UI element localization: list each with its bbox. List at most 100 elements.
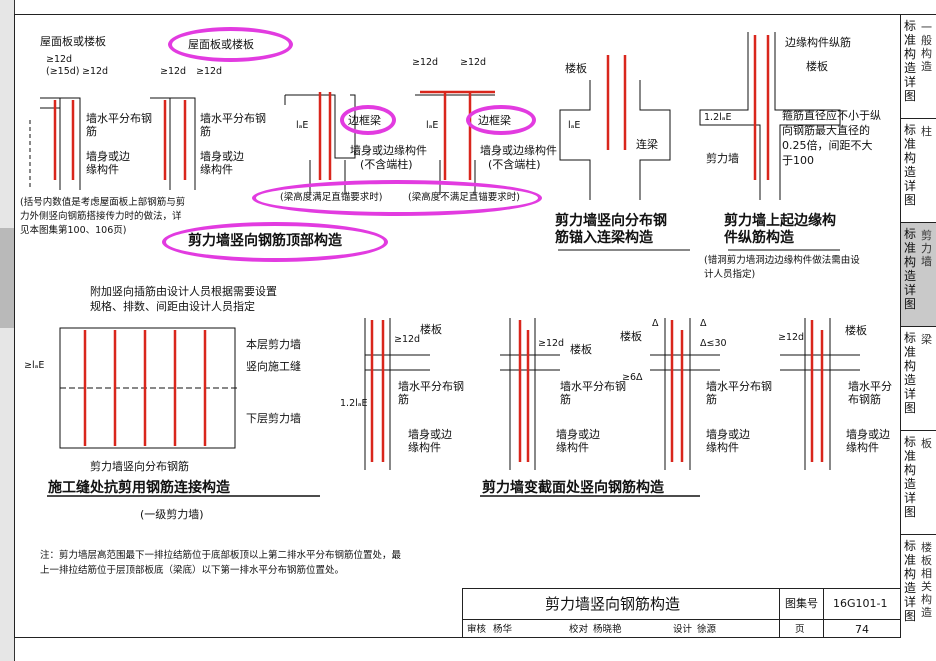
wall-horiz-rebar-1: 墙水平分布钢筋 [86, 112, 152, 138]
wall-body-1: 墙身或边缘构件 [86, 150, 130, 176]
cj-upper-wall: 本层剪力墙 [246, 338, 301, 351]
title-block: 剪力墙竖向钢筋构造 图集号 16G101-1 审核 杨华 校对 杨晓艳 设计 徐… [462, 588, 901, 638]
lae-2: lₐE [426, 120, 439, 131]
cb-beam: 连梁 [636, 138, 658, 151]
tab-label: 标准构造详图 [904, 435, 917, 519]
tab-label: 标准构造详图 [904, 539, 917, 623]
wall-body-3: 墙身或边缘构件 [350, 144, 427, 157]
tab-sub: 剪力墙 [921, 229, 932, 268]
tab-slab-related[interactable]: 标准构造详图 楼板相关构造 [901, 534, 936, 639]
sc-delta-1: Δ [652, 318, 659, 329]
dim-15d: (≥15d) [46, 66, 80, 77]
wall-body-4: 墙身或边缘构件 [480, 144, 557, 157]
sc-floor-3: 楼板 [620, 330, 642, 343]
roof-label-1: 屋面板或楼板 [40, 35, 106, 48]
cj-lower-wall: 下层剪力墙 [246, 412, 301, 425]
highlight-roof-slab [168, 27, 293, 62]
cj-title: 施工缝处抗剪用钢筋连接构造 [48, 480, 230, 496]
dim-12d-e: ≥12d [412, 57, 439, 68]
cb-title: 剪力墙竖向分布钢筋锚入连梁构造 [555, 213, 667, 246]
tab-sub: 楼板相关构造 [921, 541, 932, 619]
dim-12d-c: ≥12d [160, 66, 187, 77]
tab-label: 标准构造详图 [904, 123, 917, 207]
tab-general[interactable]: 标准构造详图 一般构造 [901, 14, 936, 119]
sc-dim-12lae: 1.2lₐE [340, 398, 368, 409]
highlight-title-top [162, 222, 388, 262]
tab-column[interactable]: 标准构造详图 柱 [901, 118, 936, 223]
tab-label: 标准构造详图 [904, 227, 917, 311]
tb-col-divider-1 [779, 589, 780, 637]
sc-dim-12d-1: ≥12d [394, 334, 421, 345]
sc-wall-horiz-1: 墙水平分布钢筋 [398, 380, 464, 406]
tab-beam[interactable]: 标准构造详图 梁 [901, 326, 936, 431]
em-stirrup-note: 箍筋直径应不小于纵向钢筋最大直径的0.25倍，间距不大于100 [782, 109, 881, 167]
sc-dim-12d-2: ≥12d [538, 338, 565, 349]
tab-slab[interactable]: 标准构造详图 板 [901, 430, 936, 535]
highlight-side-beam-2 [466, 105, 536, 135]
tb-page-no: 74 [855, 623, 869, 636]
sc-floor-4: 楼板 [845, 324, 867, 337]
em-floor: 楼板 [806, 60, 828, 73]
dim-12d-f: ≥12d [460, 57, 487, 68]
sc-wall-body-3: 墙身或边缘构件 [706, 428, 750, 454]
tab-shear-wall[interactable]: 标准构造详图 剪力墙 [901, 222, 936, 327]
sc-wall-body-1: 墙身或边缘构件 [408, 428, 452, 454]
sc-delta-le30: Δ≤30 [700, 338, 727, 349]
tab-sub: 一般构造 [921, 21, 932, 73]
sc-wall-horiz-3: 墙水平分布钢筋 [706, 380, 772, 406]
cj-subtitle: (一级剪力墙) [140, 508, 204, 521]
cj-joint: 竖向施工缝 [246, 360, 301, 373]
tb-col-divider-2 [823, 589, 824, 637]
sc-wall-horiz-4: 墙水平分布钢筋 [848, 380, 892, 406]
cj-dist-rebar: 剪力墙竖向分布钢筋 [90, 460, 189, 473]
tb-page-label: 页 [795, 624, 805, 635]
no-end-col-1: (不含端柱) [360, 158, 413, 171]
cb-floor: 楼板 [565, 62, 587, 75]
sc-title: 剪力墙变截面处竖向钢筋构造 [482, 480, 664, 496]
dim-12d-d: ≥12d [196, 66, 223, 77]
highlight-side-beam-1 [340, 105, 396, 135]
tb-atlas-no: 16G101-1 [833, 597, 888, 610]
cb-lae: lₐE [568, 120, 581, 131]
tb-row-divider [463, 619, 900, 620]
tb-checker: 杨晓艳 [593, 624, 622, 635]
em-sub-note: (错洞剪力墙洞边边缘构件做法需由设计人员指定) [704, 255, 860, 280]
em-wall: 剪力墙 [706, 152, 739, 165]
tab-label: 标准构造详图 [904, 19, 917, 103]
lae-1: lₐE [296, 120, 309, 131]
tab-sub: 板 [921, 437, 932, 450]
cj-note-2: 规格、排数、间距由设计人员指定 [90, 300, 255, 313]
tab-sub: 梁 [921, 333, 932, 346]
tb-check-label: 校对 [569, 624, 589, 635]
cj-dim: ≥lₐE [24, 360, 45, 371]
tb-design-label: 设计 [673, 624, 693, 635]
wall-horiz-rebar-2: 墙水平分布钢筋 [200, 112, 266, 138]
no-end-col-2: (不含端柱) [488, 158, 541, 171]
dim-12d-b: ≥12d [82, 66, 109, 77]
tb-review-label: 审核 [467, 624, 487, 635]
sc-wall-body-4: 墙身或边缘构件 [846, 428, 890, 454]
sc-dim-12d-3: ≥12d [778, 332, 805, 343]
sc-wall-horiz-2: 墙水平分布钢筋 [560, 380, 626, 406]
dim-12d-a: ≥12d [46, 54, 73, 65]
sc-wall-body-2: 墙身或边缘构件 [556, 428, 600, 454]
cj-note-1: 附加竖向插筋由设计人员根据需要设置 [90, 285, 277, 298]
sc-floor-2: 楼板 [570, 343, 592, 356]
drawing-frame [14, 14, 901, 638]
tab-sub: 柱 [921, 125, 932, 138]
tb-designer: 徐源 [697, 624, 717, 635]
em-longit-rebar: 边缘构件纵筋 [785, 36, 851, 49]
sc-delta-2: Δ [700, 318, 707, 329]
sc-six-delta: ≥6Δ [622, 372, 643, 383]
footnote: 注：剪力墙层高范围最下一排拉结筋位于底部板顶以上第二排水平分布钢筋位置处，最上一… [40, 550, 402, 576]
tab-label: 标准构造详图 [904, 331, 917, 415]
tb-reviewer: 杨华 [493, 624, 513, 635]
sc-floor-1: 楼板 [420, 323, 442, 336]
highlight-beam-notes [252, 180, 542, 216]
bracket-note: (括号内数值是考虑屋面板上部钢筋与剪力外侧竖向钢筋搭接传力时的做法，详见本图集第… [20, 197, 186, 236]
em-title: 剪力墙上起边缘构件纵筋构造 [724, 213, 836, 246]
tb-main-title: 剪力墙竖向钢筋构造 [545, 595, 681, 613]
em-dim: 1.2lₐE [704, 112, 732, 123]
wall-body-2: 墙身或边缘构件 [200, 150, 244, 176]
